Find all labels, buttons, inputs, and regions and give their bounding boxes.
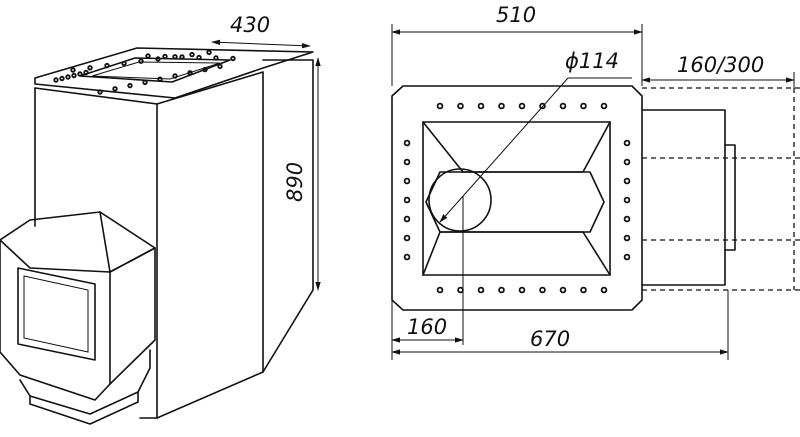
bolt-hole — [206, 49, 212, 56]
body-front-face — [34, 87, 158, 419]
ash-pan-side — [137, 349, 151, 393]
bolt-hole — [477, 286, 485, 294]
side-tank-extension — [642, 87, 800, 291]
bolt-hole — [580, 286, 587, 294]
bolt-hole — [217, 63, 223, 70]
bolt-hole — [403, 234, 411, 242]
bolt-hole — [127, 82, 133, 89]
bolt-hole — [112, 86, 118, 92]
bolt-hole — [157, 76, 163, 82]
top-opening — [79, 57, 231, 83]
bolt-hole — [138, 58, 144, 64]
bolt-hole — [403, 196, 411, 204]
bolt-hole — [121, 60, 127, 67]
dim-510-label: 510 — [496, 3, 536, 27]
bolt-hole — [623, 177, 631, 185]
bolt-hole — [196, 54, 202, 61]
firebox-side — [109, 247, 156, 385]
firebox-door — [17, 267, 96, 361]
bolt-hole — [403, 177, 411, 185]
bolt-hole — [436, 102, 444, 110]
bolt-hole — [162, 53, 168, 60]
bolt-hole — [623, 253, 631, 261]
bolt-hole — [142, 79, 148, 86]
body-back-edge — [262, 59, 314, 373]
bolt-hole — [580, 102, 587, 110]
bolt-hole — [539, 286, 546, 294]
body-right-face — [156, 71, 264, 419]
plan-flue-channel — [425, 171, 605, 233]
bolt-hole — [77, 71, 83, 77]
bolt-hole — [623, 234, 631, 242]
bolt-hole — [600, 102, 608, 110]
bolt-hole — [623, 139, 631, 147]
bolt-hole — [179, 54, 185, 60]
dim-430-label: 430 — [230, 13, 270, 37]
bolt-hole — [172, 73, 178, 79]
bolt-hole — [457, 102, 464, 110]
firebox-front — [0, 239, 111, 401]
bolt-hole — [600, 286, 608, 294]
plan-chamber-bevel-bottom — [422, 231, 611, 276]
top-plate — [34, 47, 314, 99]
firebox-top — [0, 211, 156, 273]
chimney-pipe-circle — [428, 168, 492, 232]
dim-pipe-label: ϕ114 — [565, 49, 619, 73]
bolt-hole — [403, 158, 411, 166]
bolt-hole — [104, 62, 110, 69]
dim-160-label: 160 — [407, 315, 447, 339]
dim-890-label: 890 — [283, 162, 307, 202]
bolt-hole — [202, 66, 208, 73]
bolt-hole — [155, 56, 161, 62]
plan-holes — [403, 102, 631, 294]
bolt-hole — [70, 67, 76, 73]
plan-inner-chamber — [422, 121, 611, 276]
bolt-hole — [53, 77, 59, 83]
bolt-hole — [230, 55, 236, 62]
plan-view: 510 ϕ114 160/300 160 670 — [391, 3, 800, 360]
top-opening-inner — [91, 61, 221, 80]
top-plate-holes — [53, 49, 236, 95]
firebox-top-ridge — [99, 211, 111, 273]
side-tank — [641, 109, 726, 286]
bolt-hole — [559, 102, 567, 110]
bolt-hole — [498, 102, 505, 110]
bolt-hole — [457, 286, 464, 294]
bolt-hole — [477, 102, 485, 110]
bolt-hole — [559, 286, 567, 294]
bolt-hole — [403, 215, 411, 223]
bolt-hole — [59, 75, 65, 82]
bolt-hole — [213, 55, 219, 61]
dim-tank-label: 160/300 — [677, 53, 764, 77]
bolt-hole — [518, 102, 526, 110]
bolt-hole — [83, 69, 89, 76]
firebox-door-inner — [23, 275, 89, 353]
bolt-hole — [65, 74, 71, 80]
bolt-hole — [623, 215, 631, 223]
bolt-hole — [172, 54, 178, 60]
bolt-hole — [145, 53, 151, 59]
dim-430-line — [211, 39, 311, 49]
bolt-hole — [436, 286, 444, 294]
bolt-hole — [623, 158, 631, 166]
bolt-hole — [539, 102, 546, 110]
plan-chamber-bevel-top — [422, 121, 611, 173]
dim-pipe-leader — [439, 77, 569, 223]
bolt-hole — [97, 89, 103, 95]
bolt-hole — [403, 253, 411, 261]
plan-outer-body — [391, 85, 643, 311]
bolt-hole — [403, 139, 411, 147]
bolt-hole — [87, 65, 93, 71]
bolt-hole — [187, 70, 193, 76]
isometric-view: 430 890 — [0, 13, 321, 425]
ash-pan — [19, 379, 139, 425]
side-tank-flange — [724, 144, 736, 251]
bolt-hole — [189, 51, 195, 58]
dim-670-label: 670 — [530, 327, 570, 351]
bolt-hole — [623, 196, 631, 204]
bolt-hole — [71, 72, 77, 79]
bolt-hole — [518, 286, 526, 294]
bolt-hole — [498, 286, 505, 294]
